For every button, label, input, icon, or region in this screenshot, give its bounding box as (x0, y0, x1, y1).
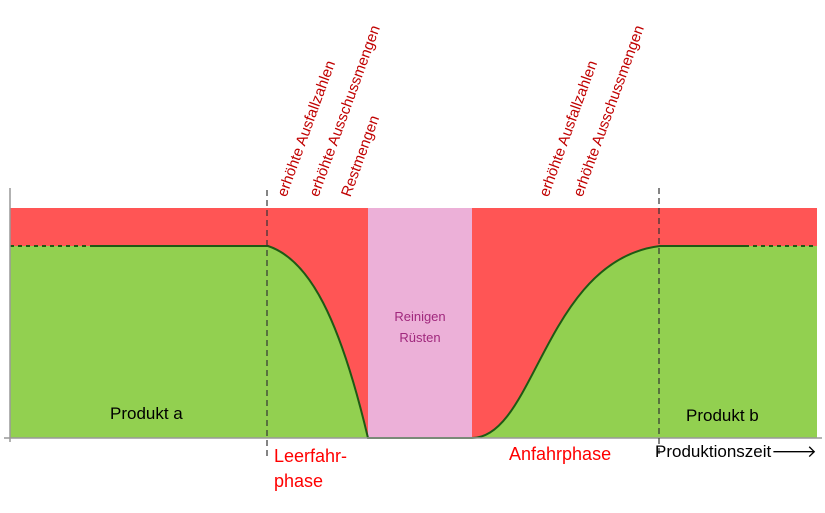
arrow-right-icon: 🡒 (771, 442, 817, 461)
time-axis-label: Produktionszeit🡒 (655, 442, 817, 462)
cleaning-changeover-band (368, 208, 472, 438)
cleaning-label-line2: Rüsten (399, 330, 441, 345)
cleaning-label-line1: Reinigen (394, 309, 446, 324)
product-b-label: Produkt b (686, 406, 759, 425)
cleaning-label: Reinigen Rüsten (368, 306, 472, 348)
time-axis-text: Produktionszeit (655, 442, 772, 461)
empty-run-phase-line1: Leerfahr- (274, 446, 348, 466)
good-output-area (10, 246, 817, 438)
product-a-label: Produkt a (110, 404, 183, 423)
empty-run-phase-label: Leerfahr- phase (274, 444, 347, 494)
empty-run-phase-line2: phase (274, 471, 324, 491)
start-up-phase-label: Anfahrphase (509, 444, 612, 464)
